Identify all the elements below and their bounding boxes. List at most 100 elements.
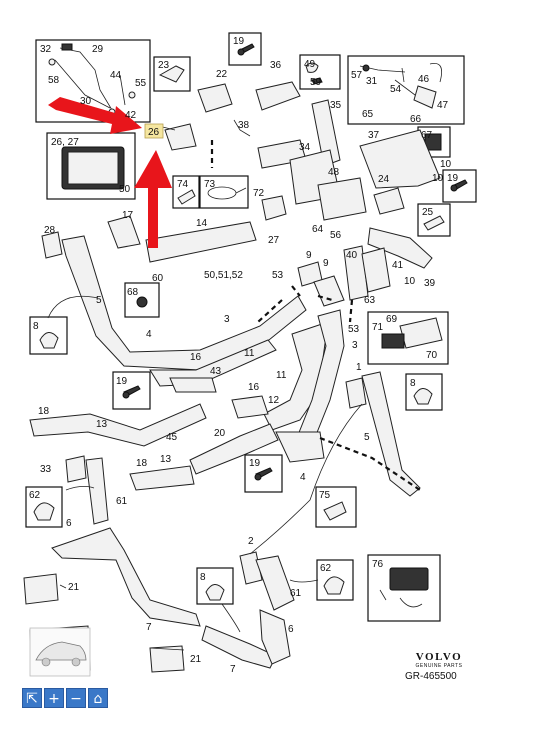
inset-box-68[interactable] [124, 282, 160, 318]
home-button[interactable]: ⌂ [88, 688, 108, 708]
callout-73: 73 [204, 179, 216, 190]
inset-box-49[interactable] [299, 54, 341, 90]
callout-49: 49 [304, 59, 316, 70]
pointer-icon: ⇱ [26, 691, 38, 707]
callout-61-a: 61 [116, 496, 128, 507]
brand-subtitle: GENUINE PARTS [415, 663, 463, 669]
inset-box-57[interactable] [347, 55, 465, 125]
callout-24: 24 [378, 174, 390, 185]
inset-box-62-left[interactable] [25, 486, 63, 528]
inset-box-75[interactable] [315, 486, 357, 528]
callout-10-c: 10 [404, 276, 416, 287]
callout-3-b: 3 [352, 340, 358, 351]
callout-8-bottom: 8 [200, 572, 206, 583]
callout-19-right: 19 [447, 173, 459, 184]
callout-7-a: 7 [146, 622, 152, 633]
callout-56: 56 [330, 230, 342, 241]
callout-41: 41 [392, 260, 404, 271]
callout-6-b: 6 [288, 624, 294, 635]
callout-9-a: 9 [306, 250, 312, 261]
inset-box-19-right[interactable] [442, 169, 477, 203]
inset-box-23[interactable] [153, 56, 191, 92]
callout-18-b: 18 [136, 458, 148, 469]
pointer-button[interactable]: ⇱ [22, 688, 42, 708]
callout-50-51-52: 50,51,52 [204, 270, 243, 281]
callout-44: 44 [110, 70, 122, 81]
callout-19-low: 19 [249, 458, 261, 469]
highlight-arrows [48, 97, 172, 248]
inset-box-74[interactable] [172, 175, 200, 209]
callout-62-left: 62 [29, 490, 41, 501]
inset-box-8-bottom[interactable] [196, 567, 234, 605]
callout-54: 54 [390, 84, 402, 95]
inset-box-19-mid[interactable] [112, 371, 151, 410]
brand-logo: VOLVO GENUINE PARTS [404, 651, 474, 669]
callout-74: 74 [177, 179, 189, 190]
viewer-toolbar: ⇱ + − ⌂ [22, 688, 108, 708]
callout-37: 37 [368, 130, 380, 141]
inset-box-26-27[interactable] [46, 132, 136, 200]
callout-2: 2 [248, 536, 254, 547]
callout-65: 65 [362, 109, 374, 120]
callout-34: 34 [299, 142, 311, 153]
callout-68: 68 [127, 287, 139, 298]
callout-20: 20 [214, 428, 226, 439]
car-thumbnail[interactable] [29, 627, 91, 677]
callout-16-a: 16 [190, 352, 202, 363]
callout-25: 25 [422, 207, 434, 218]
callout-19-mid: 19 [116, 376, 128, 387]
inset-box-76[interactable] [367, 554, 441, 622]
inset-box-71[interactable] [367, 311, 449, 365]
callout-60: 60 [152, 273, 164, 284]
callout-10-b: 10 [432, 173, 444, 184]
minus-icon: − [70, 691, 82, 707]
callout-72: 72 [253, 188, 265, 199]
callout-43: 43 [210, 366, 222, 377]
callout-10-a: 10 [440, 159, 452, 170]
red-arrow-left [48, 97, 142, 134]
callout-22: 22 [216, 69, 228, 80]
callout-62-bottom: 62 [320, 563, 332, 574]
callout-45: 45 [166, 432, 178, 443]
callout-66: 66 [410, 114, 422, 125]
callout-16-b: 16 [248, 382, 260, 393]
callout-33: 33 [40, 464, 52, 475]
callout-5-a: 5 [96, 295, 102, 306]
zoom-out-button[interactable]: − [66, 688, 86, 708]
zoom-in-button[interactable]: + [44, 688, 64, 708]
callout-21-b: 21 [190, 654, 202, 665]
callout-26-27: 26, 27 [51, 137, 79, 148]
callout-38: 38 [238, 120, 250, 131]
callout-18-a: 18 [38, 406, 50, 417]
inset-box-8-right[interactable] [405, 373, 443, 411]
callout-17: 17 [122, 210, 134, 221]
callout-28: 28 [44, 225, 56, 236]
callout-1: 1 [356, 362, 362, 373]
callout-21-a: 21 [68, 582, 80, 593]
red-arrow-down [134, 150, 172, 248]
callout-19: 19 [233, 36, 245, 47]
callout-70: 70 [426, 350, 438, 361]
inset-box-19-low[interactable] [244, 454, 283, 493]
callout-11-b: 11 [276, 370, 287, 381]
callout-14: 14 [196, 218, 208, 229]
callout-50: 50 [119, 184, 131, 195]
callout-71: 71 [372, 322, 384, 333]
callout-40: 40 [346, 250, 358, 261]
callout-6-a: 6 [66, 518, 72, 529]
inset-box-8-left[interactable] [29, 316, 68, 355]
callout-58: 58 [48, 75, 60, 86]
callout-8-left: 8 [33, 321, 39, 332]
callout-23: 23 [158, 60, 170, 71]
callout-5-b: 5 [364, 432, 370, 443]
inset-box-25[interactable] [417, 203, 451, 237]
callout-4-a: 4 [146, 329, 152, 340]
callout-9-b: 9 [323, 258, 329, 269]
diagram-reference: GR-465500 [405, 671, 457, 682]
callout-64: 64 [312, 224, 324, 235]
callout-75: 75 [319, 490, 331, 501]
inset-box-19-top[interactable] [228, 32, 262, 66]
home-icon: ⌂ [93, 691, 103, 707]
inset-box-73[interactable] [199, 175, 249, 209]
callout-13-b: 13 [160, 454, 172, 465]
